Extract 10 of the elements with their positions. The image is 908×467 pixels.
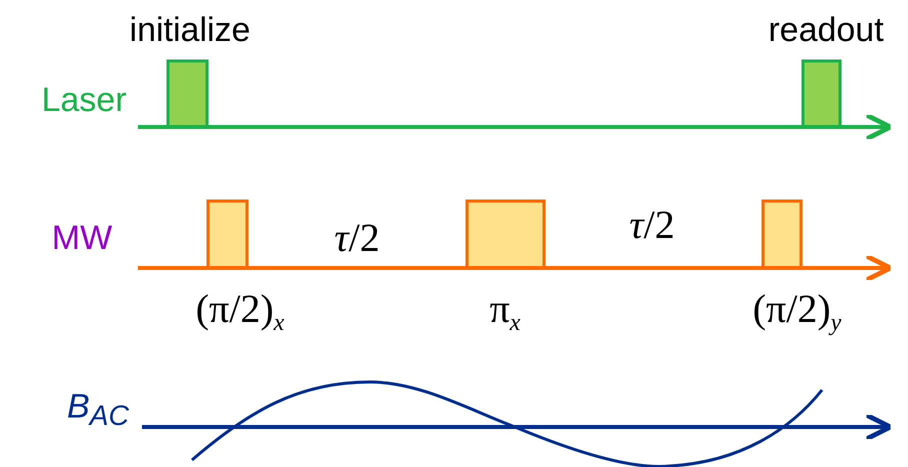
pulse-label: (π/2)$_{y}$ [752, 289, 842, 335]
delay-label: τ/2 [334, 218, 380, 258]
channel-label: Laser [41, 83, 127, 117]
pulse-label: readout [768, 13, 884, 47]
channel-label: B$_{AC}$ [66, 389, 130, 431]
pulse-label: initialize [130, 13, 250, 47]
channel-label: MW [52, 221, 112, 255]
delay-label: τ/2 [629, 205, 675, 245]
pulse-label: π$_{x}$ [490, 289, 520, 335]
pulse-label: (π/2)$_{x}$ [196, 289, 284, 335]
